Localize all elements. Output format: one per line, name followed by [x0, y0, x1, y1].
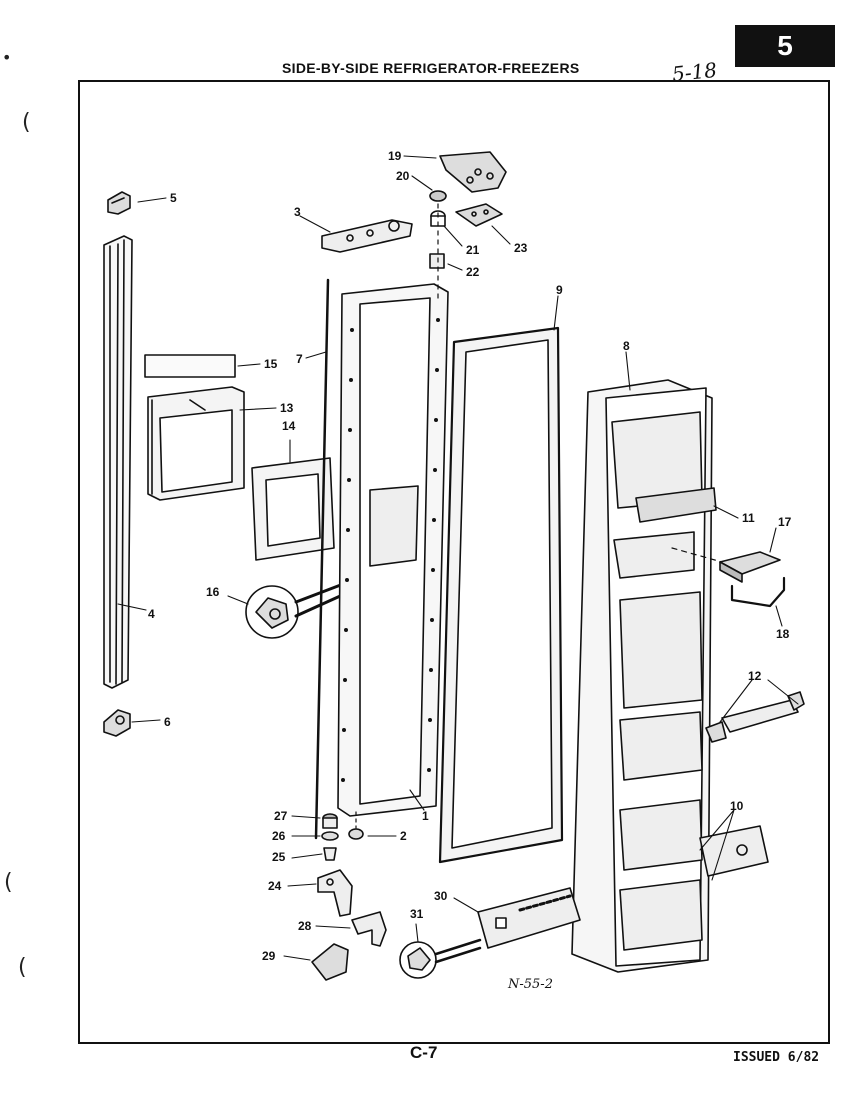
callout-16: 16 — [206, 585, 220, 599]
callout-28: 28 — [298, 919, 312, 933]
callout-29: 29 — [262, 949, 276, 963]
part-trim-strip — [103, 235, 133, 689]
page-number: 5 — [777, 30, 793, 61]
margin-mark: ( — [18, 955, 27, 980]
drawing-number: N-55-2 — [507, 977, 553, 992]
callout-4: 4 — [148, 607, 155, 621]
callout-20: 20 — [396, 169, 410, 183]
callout-13: 13 — [280, 401, 294, 415]
part-cup-bracket — [730, 576, 786, 608]
callout-15: 15 — [264, 357, 278, 371]
callout-31: 31 — [410, 907, 424, 921]
callout-9: 9 — [556, 283, 563, 297]
part-hinge-cap-bottom — [103, 709, 131, 737]
callout-10: 10 — [730, 799, 744, 813]
callout-26: 26 — [272, 829, 286, 843]
callout-6: 6 — [164, 715, 171, 729]
part-top-hinge — [439, 151, 507, 193]
issued-date: ISSUED 6/82 — [733, 1050, 820, 1065]
page-title: SIDE-BY-SIDE REFRIGERATOR-FREEZERS — [282, 60, 580, 76]
part-hinge-washer — [429, 190, 447, 202]
callout-30: 30 — [434, 889, 448, 903]
part-door-gasket — [438, 326, 564, 864]
margin-mark: • — [2, 48, 12, 67]
part-bottom-bushing — [348, 828, 364, 840]
part-upper-shelf — [635, 487, 717, 523]
part-door-rod — [314, 278, 330, 840]
callout-3: 3 — [294, 205, 301, 219]
part-hinge-plate — [455, 203, 503, 227]
part-hinge-cover — [311, 943, 349, 981]
callout-2: 2 — [400, 829, 407, 843]
part-hinge-pin-block — [429, 253, 445, 269]
callout-1: 1 — [422, 809, 429, 823]
callout-27: 27 — [274, 809, 288, 823]
page-number-tab: 5 — [735, 25, 835, 67]
callout-23: 23 — [514, 241, 528, 255]
part-lower-trim — [477, 887, 581, 949]
callout-17: 17 — [778, 515, 792, 529]
callout-7: 7 — [296, 352, 303, 366]
callout-8: 8 — [623, 339, 630, 353]
page-code: C-7 — [410, 1043, 438, 1062]
callout-leaders — [117, 155, 799, 961]
callout-25: 25 — [272, 850, 286, 864]
callout-22: 22 — [466, 265, 480, 279]
callout-11: 11 — [742, 511, 755, 525]
callout-24: 24 — [268, 879, 282, 893]
part-dispenser-cup — [719, 551, 781, 583]
part-bottom-hinge — [317, 869, 353, 917]
callout-21: 21 — [466, 243, 480, 257]
margin-mark: ( — [22, 110, 31, 135]
callout-12: 12 — [748, 669, 762, 683]
part-shelf-retainer — [705, 691, 805, 743]
callout-14: 14 — [282, 419, 296, 433]
part-bottom-hinge-pins — [321, 813, 339, 861]
part-hinge-cap-top — [107, 191, 131, 215]
part-lower-shelf-bars — [699, 825, 769, 877]
part-label-plate — [144, 354, 236, 378]
cup-leader-dash — [671, 547, 723, 563]
part-small-bracket — [351, 911, 387, 947]
callout-labels: 1 2 3 4 5 6 7 8 9 10 11 12 13 14 15 16 1… — [148, 149, 792, 963]
part-dispenser-gasket — [251, 457, 335, 561]
callout-18: 18 — [776, 627, 790, 641]
margin-mark: ( — [4, 870, 13, 895]
diagram-frame — [78, 80, 830, 1044]
callout-5: 5 — [170, 191, 177, 205]
part-top-cap — [321, 219, 413, 253]
callout-19: 19 — [388, 149, 402, 163]
part-trim-detail — [399, 938, 482, 979]
part-door-liner-frame — [337, 283, 449, 817]
part-dispenser-trim — [147, 386, 245, 501]
part-inner-door-panel — [571, 379, 713, 973]
